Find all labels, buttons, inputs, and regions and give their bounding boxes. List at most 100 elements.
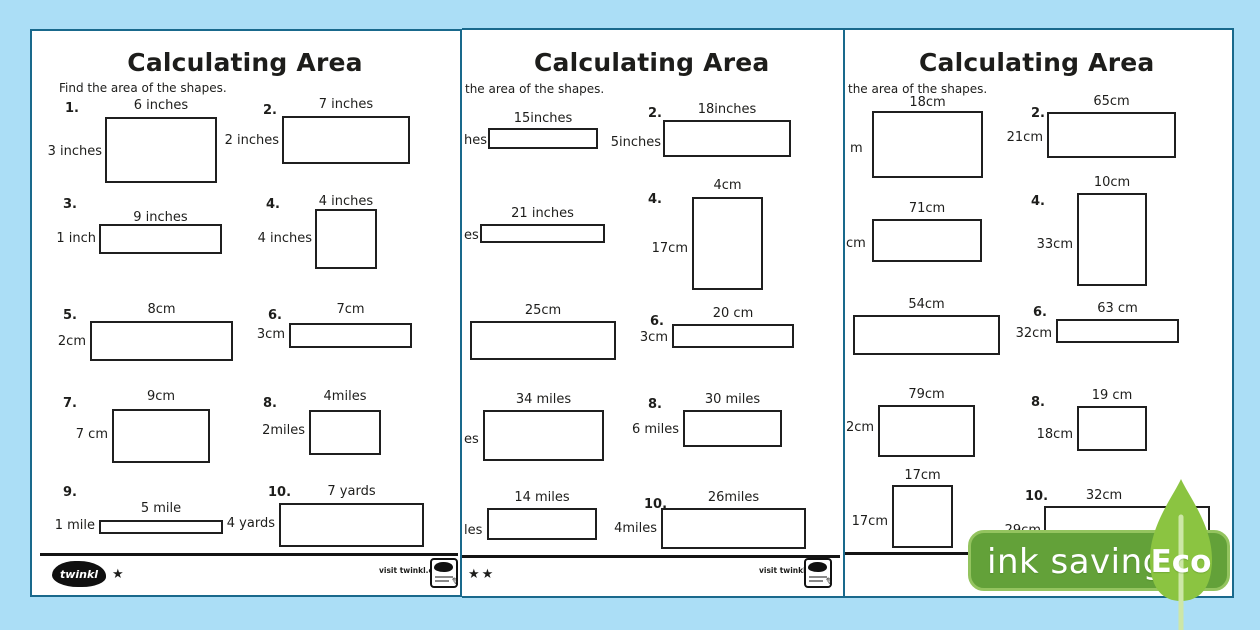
rect-top-label: 14 miles (514, 490, 570, 505)
visit-twinkl-text: visit twinkl.com (759, 566, 826, 575)
rect-top-label: 18cm (909, 95, 946, 110)
problem-number: 4. (1031, 194, 1045, 209)
rect-top-label: 71cm (908, 201, 946, 216)
rect-top-label: 32cm (1085, 488, 1123, 503)
area-rectangle (878, 405, 975, 457)
area-rectangle (683, 410, 782, 447)
rect-top-label: 6 inches (133, 98, 189, 113)
area-rectangle (289, 323, 412, 348)
rect-top-label: 19 cm (1091, 388, 1133, 403)
page-title: Calculating Area (534, 48, 770, 77)
rect-side-label: 4 inches (257, 231, 312, 246)
area-rectangle (692, 197, 763, 290)
rect-side-label: 2cm (846, 420, 875, 435)
twinkl-quality-badge: ✎ (430, 558, 460, 589)
rect-top-label: 34 miles (515, 392, 572, 407)
rect-top-label: 65cm (1093, 94, 1130, 109)
rect-top-label: 63 cm (1097, 301, 1138, 316)
rect-side-label: 4 yards (226, 516, 275, 531)
area-rectangle (315, 209, 377, 269)
rect-side-label: 2cm (57, 334, 86, 349)
rect-top-label: 7 inches (318, 97, 374, 112)
area-rectangle (872, 111, 983, 178)
area-rectangle (1077, 406, 1147, 451)
rect-side-label: 32cm (1015, 326, 1052, 341)
rect-top-label: 4miles (323, 389, 367, 404)
rect-side-label: 2miles (262, 423, 305, 438)
area-rectangle (872, 219, 982, 262)
problem-number: 7. (63, 396, 77, 411)
problem-number: 6. (1033, 305, 1047, 320)
rect-side-label: 17cm (651, 241, 688, 256)
twinkl-logo-icon (808, 562, 827, 572)
rect-side-label: 3 inches (47, 144, 102, 159)
twinkl-logo-text: twinkl (59, 567, 99, 581)
rect-side-label: es (464, 228, 479, 243)
problem-number: 5. (63, 308, 77, 323)
rect-side-label: 4miles (614, 521, 657, 536)
instructions-text: the area of the shapes. (848, 82, 988, 96)
area-rectangle (663, 120, 791, 157)
rect-side-label: 33cm (1036, 237, 1073, 252)
rect-side-label: 2 inches (224, 133, 279, 148)
rect-top-label: 9cm (146, 389, 176, 404)
problem-number: 3. (63, 197, 77, 212)
problem-number: 6. (268, 308, 282, 323)
twinkl-logo-icon (434, 562, 453, 572)
rect-side-label: 7 cm (75, 427, 108, 442)
rect-top-label: 20 cm (712, 306, 754, 321)
rect-top-label: 30 miles (704, 392, 761, 407)
rect-top-label: 7 yards (327, 484, 376, 499)
rect-side-label: 5inches (610, 135, 661, 150)
footer-divider (40, 553, 458, 556)
pencil-icon: ✎ (823, 576, 835, 589)
rect-top-label: 4cm (713, 178, 742, 193)
badge-text-line (435, 580, 449, 582)
area-rectangle (480, 224, 605, 243)
rect-top-label: 25cm (524, 303, 562, 318)
worksheet-page-2: Calculating Area the area of the shapes.… (462, 28, 845, 598)
ink-saving-label: ink saving (987, 542, 1165, 582)
rect-side-label: 3cm (256, 327, 285, 342)
badge-text-line (809, 580, 823, 582)
area-rectangle (661, 508, 806, 549)
rect-side-label: es (464, 432, 479, 447)
worksheet-page-1: Calculating Area Find the area of the sh… (30, 29, 462, 597)
area-rectangle (470, 321, 616, 360)
difficulty-stars: ★ (112, 567, 126, 582)
badge-text-line (809, 576, 827, 578)
area-rectangle (112, 409, 210, 463)
footer-divider (462, 555, 840, 558)
area-rectangle (282, 116, 410, 164)
rect-side-label: 1 inch (56, 231, 96, 246)
worksheet-page-3: Calculating Area the area of the shapes.… (845, 28, 1234, 598)
area-rectangle (99, 520, 223, 534)
area-rectangle (1056, 319, 1179, 343)
rect-top-label: 79cm (908, 387, 945, 402)
twinkl-logo: twinkl (52, 561, 106, 587)
area-rectangle (1077, 193, 1147, 286)
rect-top-label: 21 inches (511, 206, 574, 221)
problem-number: 8. (1031, 395, 1045, 410)
rect-side-label: hes (464, 133, 488, 148)
area-rectangle (309, 410, 381, 455)
area-rectangle (90, 321, 233, 361)
rect-top-label: 10cm (1093, 175, 1131, 190)
rect-side-label: 18cm (1036, 427, 1073, 442)
area-rectangle (99, 224, 222, 254)
eco-leaf-icon (1150, 479, 1212, 630)
rect-top-label: 17cm (904, 468, 941, 483)
visit-twinkl-text: visit twinkl.com (379, 566, 446, 575)
problem-number: 6. (650, 314, 664, 329)
rect-side-label: 3cm (639, 330, 668, 345)
rect-top-label: 5 mile (140, 501, 182, 516)
rect-top-label: 18inches (697, 102, 757, 117)
rect-top-label: 26miles (707, 490, 760, 505)
rect-side-label: cm (846, 236, 866, 251)
eco-label: Eco (1150, 544, 1212, 580)
twinkl-quality-badge: ✎ (804, 558, 835, 589)
instructions-text: the area of the shapes. (465, 82, 605, 96)
difficulty-stars: ★★ (468, 567, 496, 582)
rect-side-label: 1 mile (54, 518, 95, 533)
problem-number: 1. (65, 101, 79, 116)
